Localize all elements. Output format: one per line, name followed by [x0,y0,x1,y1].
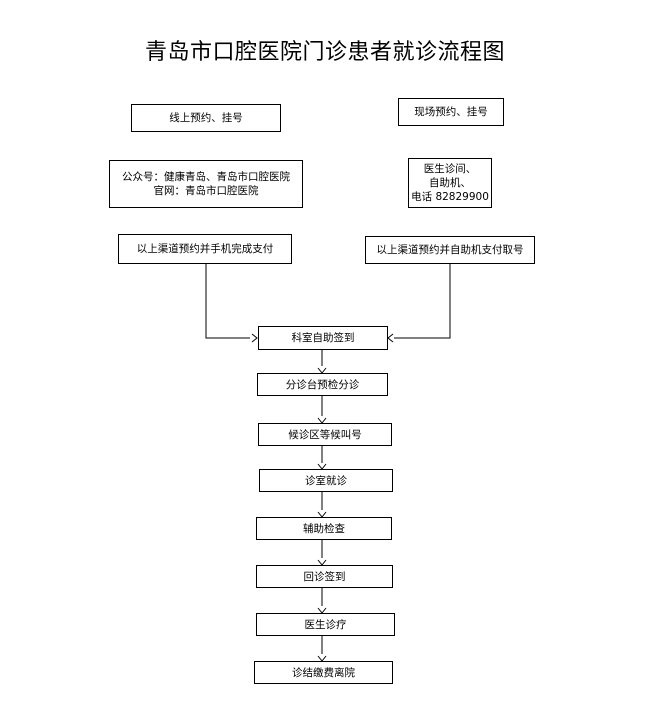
triage-label: 分诊台预检分诊 [285,378,360,391]
self-checkin-label: 科室自助签到 [291,332,355,344]
auxiliary-exam-box: 辅助检查 [256,517,392,540]
online-booking-box: 线上预约、挂号 [131,104,281,132]
waiting-area-label: 候诊区等候叫号 [288,428,362,441]
arrowhead-left [251,333,258,343]
onsite-channels-line-1: 医生诊间、 [423,163,477,175]
consultation-box: 诊室就诊 [259,469,393,492]
connector-left-to-checkin [205,264,250,339]
return-checkin-box: 回诊签到 [256,565,393,588]
kiosk-payment-label: 以上渠道预约并自助机支付取号 [376,244,524,256]
waiting-area-box: 候诊区等候叫号 [258,423,392,446]
onsite-channels-line-2: 自助机、 [429,177,471,189]
onsite-booking-label: 现场预约、挂号 [414,106,488,118]
self-checkin-box: 科室自助签到 [258,326,388,350]
consultation-label: 诊室就诊 [305,474,347,487]
return-checkin-label: 回诊签到 [303,570,346,583]
connector-right-to-checkin [394,264,451,339]
mobile-payment-label: 以上渠道预约并手机完成支付 [136,243,274,255]
auxiliary-exam-label: 辅助检查 [303,522,345,535]
page-title: 青岛市口腔医院门诊患者就诊流程图 [144,40,505,65]
online-booking-label: 线上预约、挂号 [169,112,243,124]
triage-box: 分诊台预检分诊 [257,373,388,396]
onsite-channels-line-3: 电话 82829900 [411,191,489,203]
onsite-booking-box: 现场预约、挂号 [398,98,504,126]
onsite-channels-box: 医生诊间、 自助机、 电话 82829900 [408,158,492,208]
payment-leave-label: 诊结缴费离院 [292,666,355,679]
payment-leave-box: 诊结缴费离院 [254,661,393,684]
arrowhead-right [387,333,394,343]
kiosk-payment-box: 以上渠道预约并自助机支付取号 [365,236,535,264]
online-channels-box: 公众号：健康青岛、青岛市口腔医院 官网：青岛市口腔医院 [109,160,303,208]
online-channels-line-2: 官网：青岛市口腔医院 [153,185,259,197]
doctor-treatment-label: 医生诊疗 [304,618,347,631]
mobile-payment-box: 以上渠道预约并手机完成支付 [118,234,292,264]
doctor-treatment-box: 医生诊疗 [256,613,395,636]
online-channels-line-1: 公众号：健康青岛、青岛市口腔医院 [122,171,290,183]
